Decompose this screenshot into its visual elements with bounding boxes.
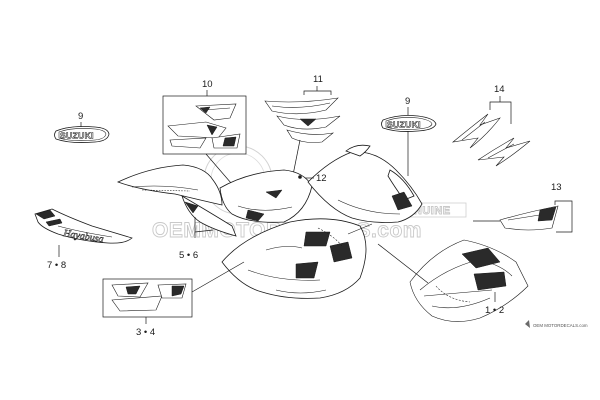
callout-9-left: 9 (78, 111, 83, 122)
decal-9-left-suzuki-emblem: SUZUKI (54, 126, 110, 143)
tank-section (219, 169, 313, 223)
callout-9-right: 9 (405, 96, 410, 107)
decal-11-set (264, 97, 341, 143)
watermark-credit: OEM MOTORDECALS.com (525, 320, 588, 328)
rider-silhouette-icon (525, 320, 530, 328)
callout-11: 11 (313, 74, 323, 85)
decal-10-pieces (167, 103, 241, 149)
decal-7-8-tail-side: Hayabusa (34, 208, 133, 246)
callout-3-4: 3 • 4 (136, 327, 155, 338)
suzuki-label-left: SUZUKI (60, 131, 94, 141)
motorcycle-fairing-outline (116, 144, 423, 299)
suzuki-label-right: SUZUKI (387, 120, 421, 130)
decal-9-right-suzuki-emblem: SUZUKI (381, 115, 437, 132)
lower-cowl (221, 218, 367, 299)
callout-1-2: 1 • 2 (485, 305, 504, 316)
decal-1-2-side-fairing (409, 239, 529, 322)
callout-5-6: 5 • 6 (179, 250, 198, 261)
callout-13: 13 (551, 182, 562, 193)
decal-14-set (451, 113, 531, 167)
callout-14: 14 (494, 84, 505, 95)
callout-12: 12 (316, 173, 327, 184)
mirror (345, 144, 371, 157)
credit-text: OEM MOTORDECALS.com (533, 323, 588, 328)
tail-section (116, 164, 223, 206)
callout-7-8: 7 • 8 (47, 260, 66, 271)
callout-10: 10 (202, 79, 213, 90)
decal-3-4-pieces (111, 282, 187, 312)
decal-13-stripe (499, 205, 559, 231)
